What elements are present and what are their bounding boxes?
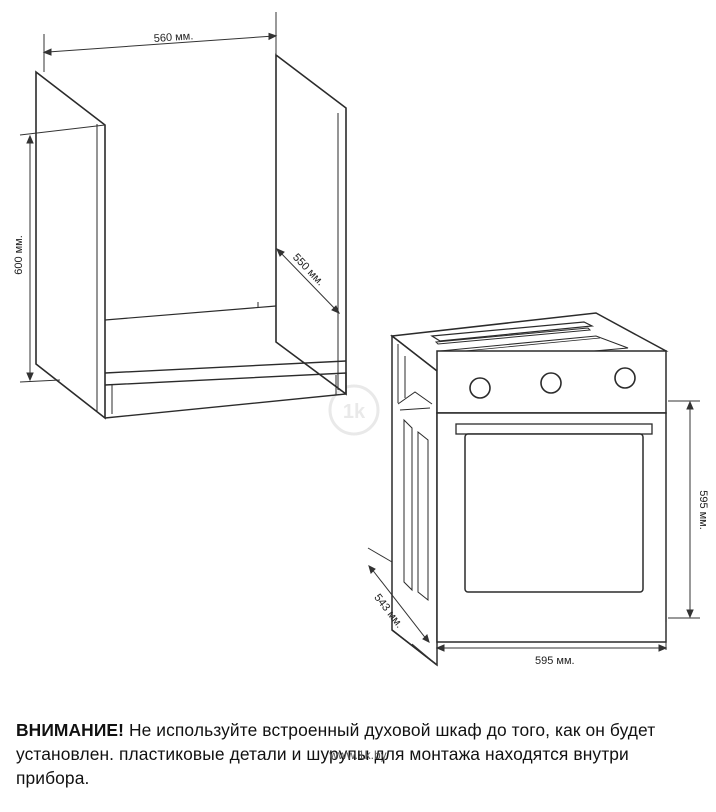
- installation-diagram: 1k 560 мм. 600 мм: [13, 12, 709, 667]
- cabinet-niche: [35, 53, 347, 420]
- cabinet-height-label: 600 мм.: [13, 235, 25, 275]
- watermark-logo: 1k: [328, 384, 380, 436]
- knob-middle-icon: [540, 372, 562, 394]
- cabinet-dimension-lines: [19, 12, 340, 383]
- oven-knobs: [469, 367, 636, 399]
- knob-right-icon: [614, 367, 636, 389]
- cabinet-width-label: 560 мм.: [153, 30, 193, 45]
- oven-height-label: 595 мм.: [697, 490, 709, 530]
- watermark-text: www.1k.by: [329, 748, 387, 762]
- svg-text:1k: 1k: [343, 401, 366, 423]
- oven-dimension-lines: [367, 400, 700, 666]
- knob-left-icon: [469, 377, 491, 399]
- oven-width-label: 595 мм.: [535, 655, 575, 667]
- warning-text: ВНИМАНИЕ! Не используйте встроенный духо…: [16, 718, 702, 790]
- warning-heading: ВНИМАНИЕ!: [16, 720, 125, 740]
- warning-body: Не используйте встроенный духовой шкаф д…: [16, 720, 656, 788]
- oven: [390, 312, 669, 667]
